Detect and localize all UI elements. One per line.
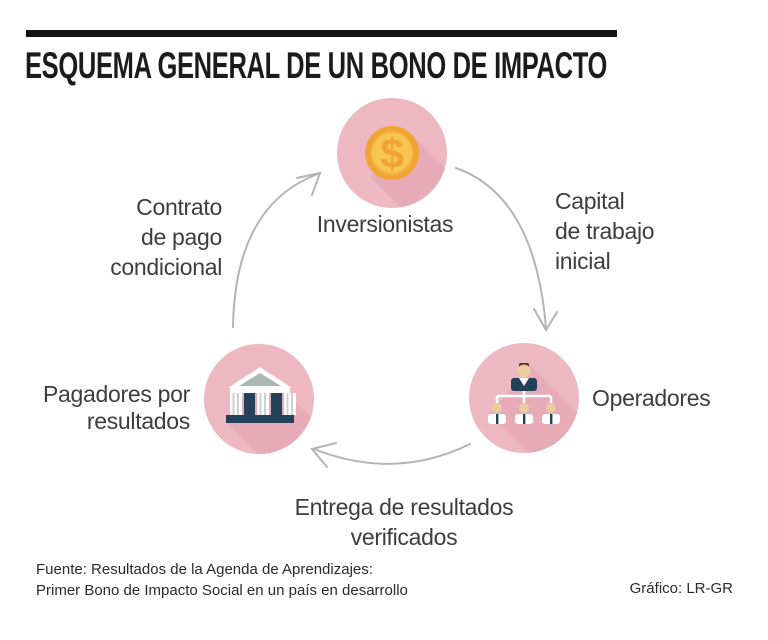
label-conditional-payment-contract: Contrato de pago condicional bbox=[110, 194, 222, 280]
arrow-conditional-payment bbox=[232, 171, 322, 328]
header-rule bbox=[26, 30, 617, 37]
bank-icon bbox=[226, 367, 296, 423]
org-chart-icon bbox=[488, 363, 560, 424]
label-payers: Pagadores por resultados bbox=[43, 381, 190, 434]
page-title: ESQUEMA GENERAL DE UN BONO DE IMPACTO bbox=[25, 45, 608, 86]
node-investors: $ bbox=[337, 98, 447, 208]
org-chart-subordinates bbox=[488, 403, 560, 424]
investors-long-shadow bbox=[370, 135, 447, 208]
label-investors: Inversionistas bbox=[316, 211, 454, 237]
arrow-working-capital bbox=[455, 167, 558, 332]
node-operators bbox=[469, 343, 579, 453]
arrow-verified-results bbox=[310, 442, 471, 468]
cycle-arrows bbox=[232, 167, 558, 468]
footer-graphic-credit: Gráfico: LR-GR bbox=[629, 580, 733, 597]
operators-long-shadow bbox=[489, 366, 579, 453]
node-payers bbox=[204, 344, 314, 454]
footer-source-note: Fuente: Resultados de la Agenda de Apren… bbox=[36, 561, 408, 599]
label-initial-working-capital: Capital de trabajo inicial bbox=[555, 188, 655, 274]
label-verified-results-delivery: Entrega de resultados verificados bbox=[294, 494, 514, 550]
dollar-coin-icon: $ bbox=[365, 126, 419, 180]
label-operators: Operadores bbox=[592, 385, 711, 411]
coin-dollar-glyph: $ bbox=[380, 130, 403, 177]
